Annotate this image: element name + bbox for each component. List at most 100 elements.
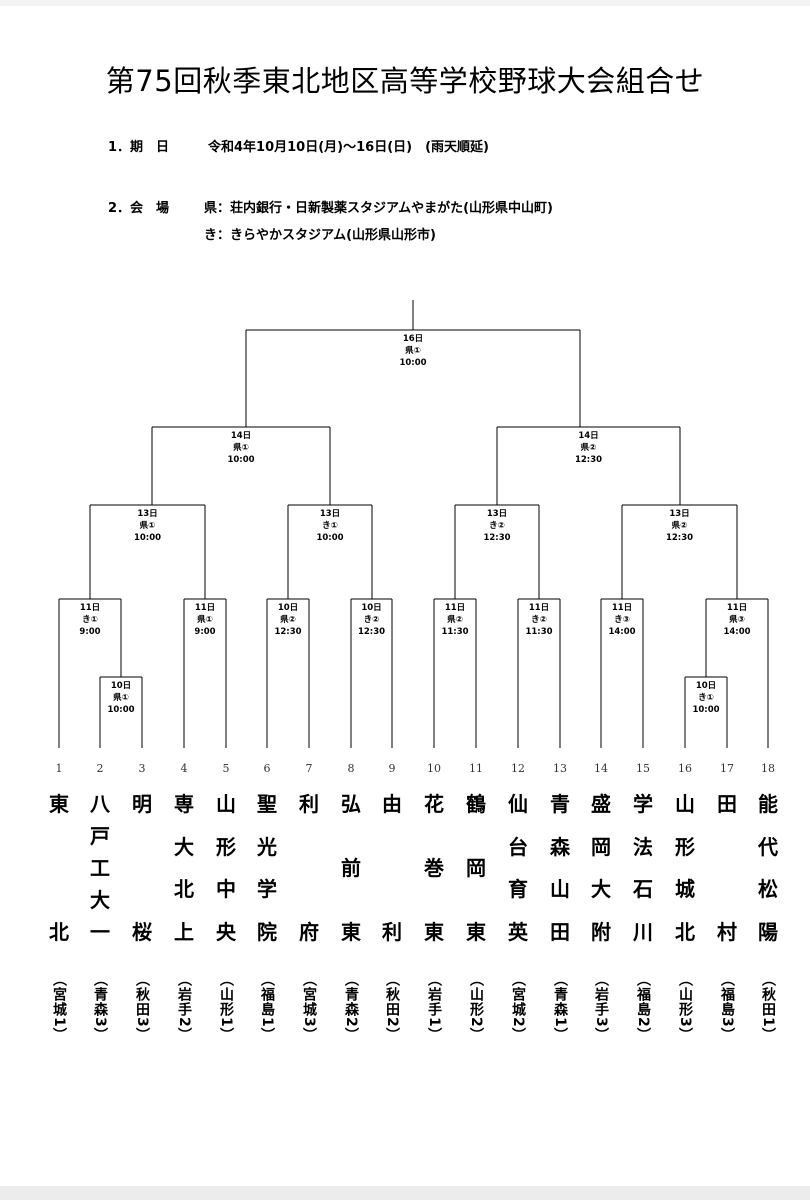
team-column: 青森山田（青森1） [540,792,580,1043]
prefecture-seed: （秋田3） [134,972,150,1043]
school-char: 岡 [591,834,611,859]
school-name: 由利 [382,792,402,944]
prefecture-seed: （宮城3） [301,972,317,1043]
match-label-r1f: 11日 [529,603,549,613]
team-column: 八戸工大一（青森3） [80,792,120,1043]
top-edge [0,0,810,6]
prefecture-seed: （秋田1） [760,972,776,1043]
prefecture-seed: （福島3） [719,972,735,1043]
match-label-sf2: 12:30 [575,455,602,465]
match-label-r1h: 14:00 [723,627,750,637]
prefecture-seed: （山形1） [218,972,234,1043]
match-label-sf2: 県② [581,442,597,453]
school-char: 光 [257,834,277,859]
match-label-r1g: 14:00 [608,627,635,637]
school-char: 戸 [90,824,110,848]
match-label-r1d: き② [364,615,380,625]
team-number: 8 [348,762,355,775]
team-number: 11 [469,762,483,775]
team-column: 山形中央（山形1） [206,792,246,1043]
school-char: 北 [675,919,695,944]
match-label-qf1: 10:00 [134,533,161,543]
team-column: 明桜 （秋田3） [122,792,162,1043]
team-column: 東北（宮城1） [39,792,79,1043]
school-char: 城 [675,877,695,902]
school-char: 北 [174,877,194,902]
prefecture-seed: （福島2） [635,972,651,1043]
team-number: 3 [139,762,146,775]
school-name: 聖光学院 [257,792,277,944]
team-number: 2 [97,762,104,775]
school-name: 東北 [49,792,69,944]
period-label: 1．期 日 [108,140,170,155]
match-label-final: 県① [405,345,421,356]
school-char: 育 [508,877,528,902]
school-char: 田 [717,792,737,816]
school-char: 由 [382,792,402,816]
match-label-qf2: 10:00 [316,533,343,543]
school-char: 央 [216,919,236,944]
team-column: 弘前東（青森2） [331,792,371,1043]
match-label-r1f: 11:30 [525,627,552,637]
match-label-r1g: き③ [614,615,630,625]
school-char: 花 [424,792,444,816]
prefecture-seed: （山形3） [677,972,693,1043]
school-char: 川 [633,919,653,944]
school-name: 花巻東 [424,792,444,944]
team-number: 5 [223,762,230,775]
school-char: 一 [90,920,110,944]
venue-1: 県：荘内銀行・日新製薬スタジアムやまがた(山形県中山町) [204,201,553,216]
school-char: 大 [591,877,611,902]
school-char: 上 [174,919,194,944]
prefecture-seed: （岩手1） [426,972,442,1043]
school-char: 学 [257,877,277,902]
school-char: 法 [633,834,653,859]
school-char: 石 [633,877,653,902]
school-char: 学 [633,792,653,816]
match-label-r0: 10:00 [107,705,134,715]
school-char: 盛 [591,792,611,816]
school-char: 東 [341,920,361,944]
school-name: 青森山田 [550,792,570,944]
school-char: 北 [49,920,69,944]
school-name: 山形城北 [675,792,695,944]
match-label-r1e: 11:30 [441,627,468,637]
team-column: 山形城北 （山形3） [665,792,705,1043]
school-char: 英 [508,919,528,944]
match-label-r0: 10日 [111,681,131,691]
team-number: 17 [720,762,734,775]
school-name: 専大北上 [174,792,194,944]
match-label-r1e: 11日 [445,603,465,613]
school-char: 明 [132,792,152,816]
school-name: 能代松陽 [758,792,778,944]
match-label-qf4: 県② [672,520,688,531]
team-number: 15 [636,762,650,775]
match-label-final: 10:00 [399,358,426,368]
team-column: 学法石川 （福島2） [623,792,663,1043]
school-char: 松 [758,877,778,902]
school-char: 山 [216,792,236,816]
team-number: 12 [511,762,525,775]
team-column: 仙台育英（宮城2） [498,792,538,1043]
school-char: 専 [174,792,194,816]
school-char: 台 [508,834,528,859]
prefecture-seed: （秋田2） [384,972,400,1043]
team-column: 由利 （秋田2） [372,792,412,1043]
match-label-r1f: き② [531,615,547,625]
team-column: 聖光学院 （福島1） [247,792,287,1043]
school-name: 八戸工大一 [90,792,110,944]
match-label-sf2: 14日 [578,431,598,441]
school-char: 村 [717,920,737,944]
school-name: 仙台育英 [508,792,528,944]
match-label-r1h: 県③ [729,614,745,625]
prefecture-seed: （福島1） [259,972,275,1043]
school-char: 桜 [132,920,152,944]
match-label-qf4: 13日 [669,509,689,519]
match-label-r1e: 県② [447,614,463,625]
page-title: 第75回秋季東北地区高等学校野球大会組合せ [105,64,705,98]
school-char: 中 [216,877,236,902]
school-name: 鶴岡東 [466,792,486,944]
school-name: 田村 [717,792,737,944]
school-char: 院 [257,919,277,944]
team-number: 18 [761,762,775,775]
